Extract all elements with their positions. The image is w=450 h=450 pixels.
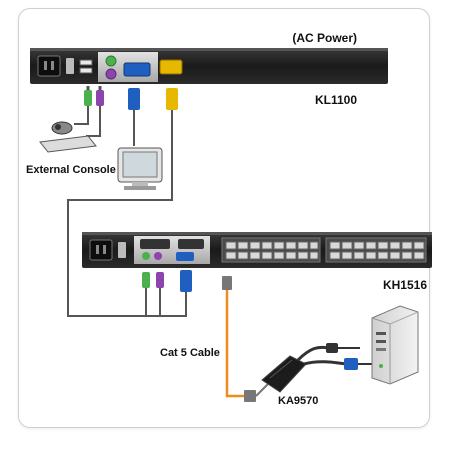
rj45-plug-bottom	[244, 390, 256, 402]
kl1100-usb-port-1	[79, 59, 93, 66]
cat5-cable	[222, 276, 269, 402]
kh1516-port-bank-1	[221, 237, 321, 263]
server-tower-icon	[371, 305, 419, 385]
mouse-icon	[51, 121, 73, 135]
kl1100-power-inlet	[37, 55, 61, 77]
rj45-plug-top	[222, 276, 232, 290]
kl1100-vga-port	[123, 62, 151, 77]
kh-keyboard-plug	[156, 272, 164, 288]
kh-mouse-plug	[142, 272, 150, 288]
kl1100-device	[30, 48, 388, 84]
mouse-plug	[84, 90, 92, 106]
ac-power-label: (AC Power)	[292, 31, 357, 45]
kh-vga-plug	[180, 270, 192, 292]
external-console-label: External Console	[26, 164, 116, 176]
keyboard-plug	[96, 90, 104, 106]
ka9570-body	[261, 355, 307, 393]
monitor-icon	[117, 147, 163, 190]
kl1100-ps2-keyboard-port	[105, 68, 117, 80]
kl1100-body	[30, 48, 388, 84]
kh1516-port-bank-2	[325, 237, 427, 263]
kh1516-power-inlet	[89, 239, 113, 261]
kl1100-usb-port-2	[79, 67, 93, 74]
kh1516-db-port-2	[178, 239, 204, 249]
kvm-plug	[166, 88, 178, 110]
kh1516-power-switch	[118, 242, 126, 258]
external-console	[39, 121, 163, 190]
kl1100-top-edge	[30, 48, 388, 51]
ka9570-vga-connector	[344, 358, 358, 370]
keyboard-icon	[39, 135, 97, 153]
kh1516-device	[82, 232, 432, 268]
kl1100-power-switch	[66, 58, 74, 74]
kh1516-db-port-1	[140, 239, 170, 249]
kl1100-console-cables	[67, 86, 178, 317]
kh1516-label: KH1516	[383, 278, 427, 292]
kl1100-ps2-mouse-port	[105, 55, 117, 67]
kh1516-console-cables	[134, 270, 192, 317]
cat5-cable-label: Cat 5 Cable	[160, 347, 220, 359]
kh1516-vga-port	[176, 252, 194, 261]
kl1100-label: KL1100	[315, 93, 357, 107]
ka9570-adapter	[261, 343, 372, 393]
kh1516-ps2-mouse-port	[142, 252, 150, 260]
vga-plug	[128, 88, 140, 110]
ka9570-label: KA9570	[278, 395, 318, 407]
kh1516-ps2-keyboard-port	[154, 252, 162, 260]
kl1100-kvm-port	[159, 59, 183, 75]
kvm-cable	[67, 110, 173, 317]
ka9570-usb-connector	[326, 343, 338, 353]
